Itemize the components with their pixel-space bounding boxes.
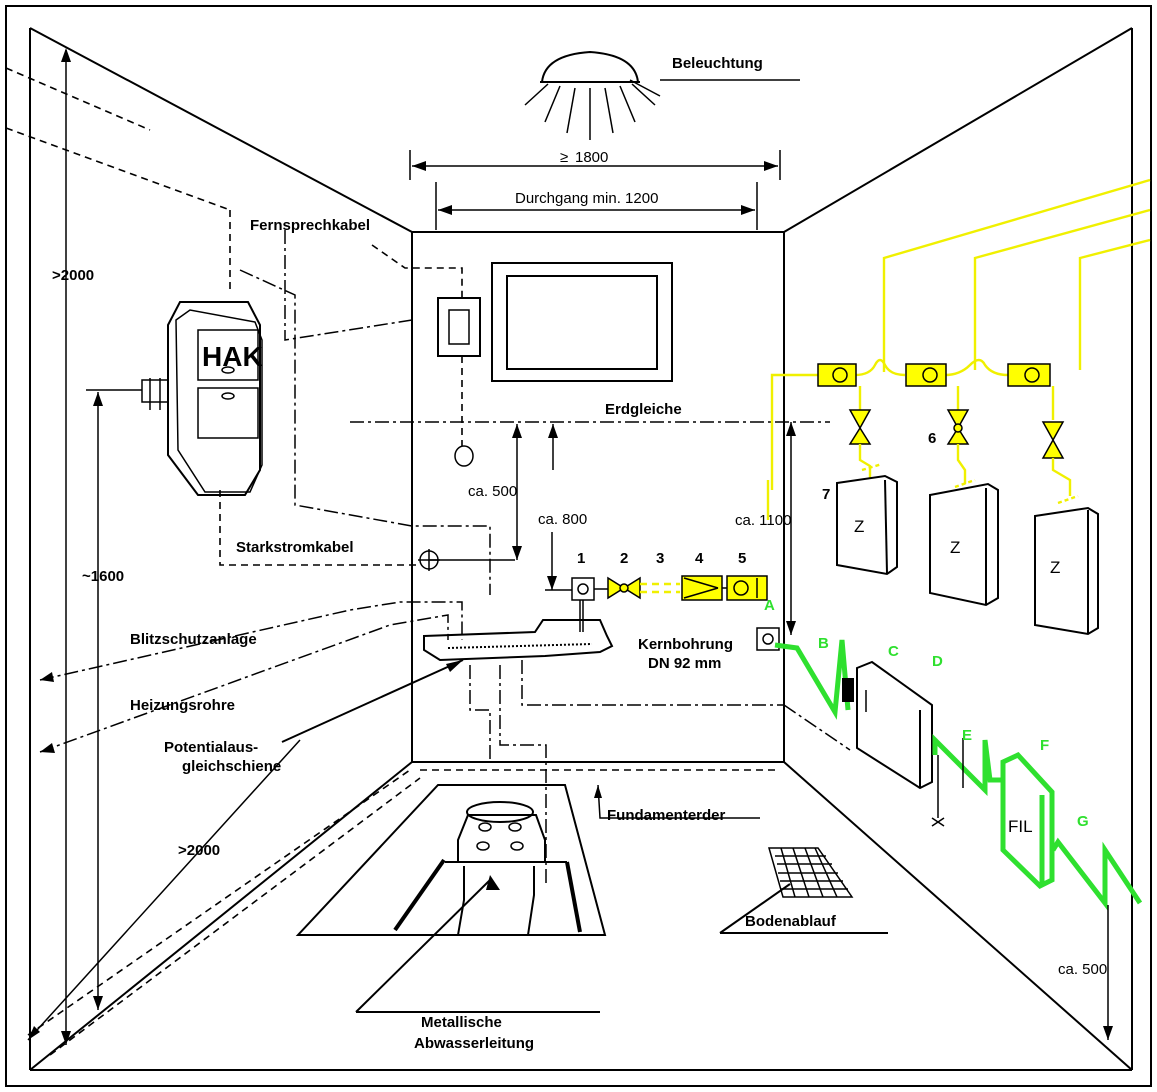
dimension-500 [512,424,558,560]
floor-pit [295,784,607,936]
ceiling-lamp [524,50,800,140]
label-equipotential-2: gleichschiene [182,758,281,775]
floor-drain-grate [768,847,854,898]
letter-f: F [1040,737,1049,754]
meter-small-2 [905,363,947,387]
gas-entry-line [545,575,768,632]
telephone-cable [371,244,463,298]
label-height-left: >2000 [52,267,94,284]
component-5-meter [726,575,768,601]
label-power-cable: Starkstromkabel [236,539,354,556]
label-equipotential-1: Potentialaus- [164,739,258,756]
dimension-1800 [409,150,781,180]
label-lightning: Blitzschutzanlage [130,631,257,648]
number-5: 5 [738,550,746,567]
dimension-bottom-500 [1103,905,1113,1040]
room-perspective [5,27,1133,1071]
label-heating: Heizungsrohre [130,697,235,714]
label-height-bottom: >2000 [178,842,220,859]
label-1800-symbol: ≥ [560,149,568,166]
valve-6b [946,409,970,430]
heating-line [39,614,449,753]
number-3: 3 [656,550,664,567]
back-wall [411,231,785,763]
label-filter: FIL [1008,817,1033,836]
letter-e: E [962,727,972,744]
valve-6a [848,409,872,430]
water-entry-box [756,627,780,651]
label-telephone-cable: Fernsprechkabel [250,217,370,234]
label-1800: 1800 [575,149,608,166]
dimension-1100 [786,422,796,635]
power-cable [219,490,420,566]
number-2: 2 [620,550,628,567]
label-ground-level: Erdgleiche [605,401,682,418]
label-ca-1100: ca. 1100 [735,512,791,529]
label-ca-800: ca. 800 [538,511,587,528]
letter-d: D [932,653,943,670]
outer-frame [5,5,1152,1087]
letter-g: G [1077,813,1089,830]
telephone-box [437,297,481,357]
equipotential-bar [423,600,614,662]
label-ca-500-top: ca. 500 [468,483,517,500]
label-foundation: Fundamenterder [607,807,726,824]
letter-b: B [818,635,829,652]
meter-label-2: Z [950,538,960,557]
label-passage: Durchgang min. 1200 [515,190,658,207]
label-floor-drain: Bodenablauf [745,913,837,930]
dimension-passage [435,182,758,230]
valve-6c [1041,421,1065,442]
window [491,262,673,382]
meter-small-1 [817,363,857,387]
dimension-1600 [93,392,103,1010]
label-height-1600: ~1600 [82,568,124,585]
meter-label-3: Z [1050,558,1060,577]
gas-meter-1 [836,474,898,576]
label-lighting: Beleuchtung [672,55,763,72]
gas-distribution [766,178,1151,520]
label-hak: HAK [202,341,263,372]
component-2-valve [607,576,626,600]
water-installation [756,627,1143,911]
lightning-line [39,601,463,681]
label-core-drill-2: DN 92 mm [648,655,721,672]
component-d-meter [856,660,933,790]
number-1: 1 [577,550,585,567]
letter-c: C [888,643,899,660]
label-core-drill-1: Kernbohrung [638,636,733,653]
label-sewer-2: Abwasserleitung [414,1035,534,1052]
component-1-box [571,577,595,601]
telephone-socket [454,445,474,467]
hak-box [86,301,263,496]
label-sewer-1: Metallische [421,1014,502,1031]
component-f-filter [1000,751,1055,890]
number-6: 6 [928,430,936,447]
meter-small-3 [1007,363,1051,387]
number-7: 7 [822,486,830,503]
gas-meter-2 [929,482,999,607]
letter-a: A [764,597,775,614]
dimension-left-2000 [61,48,71,1045]
gas-meter-3 [1034,506,1099,636]
number-4: 4 [695,550,704,567]
meter-label-1: Z [854,517,864,536]
dimension-bottom-2000 [27,739,301,1041]
label-ca-500-bottom: ca. 500 [1058,961,1107,978]
